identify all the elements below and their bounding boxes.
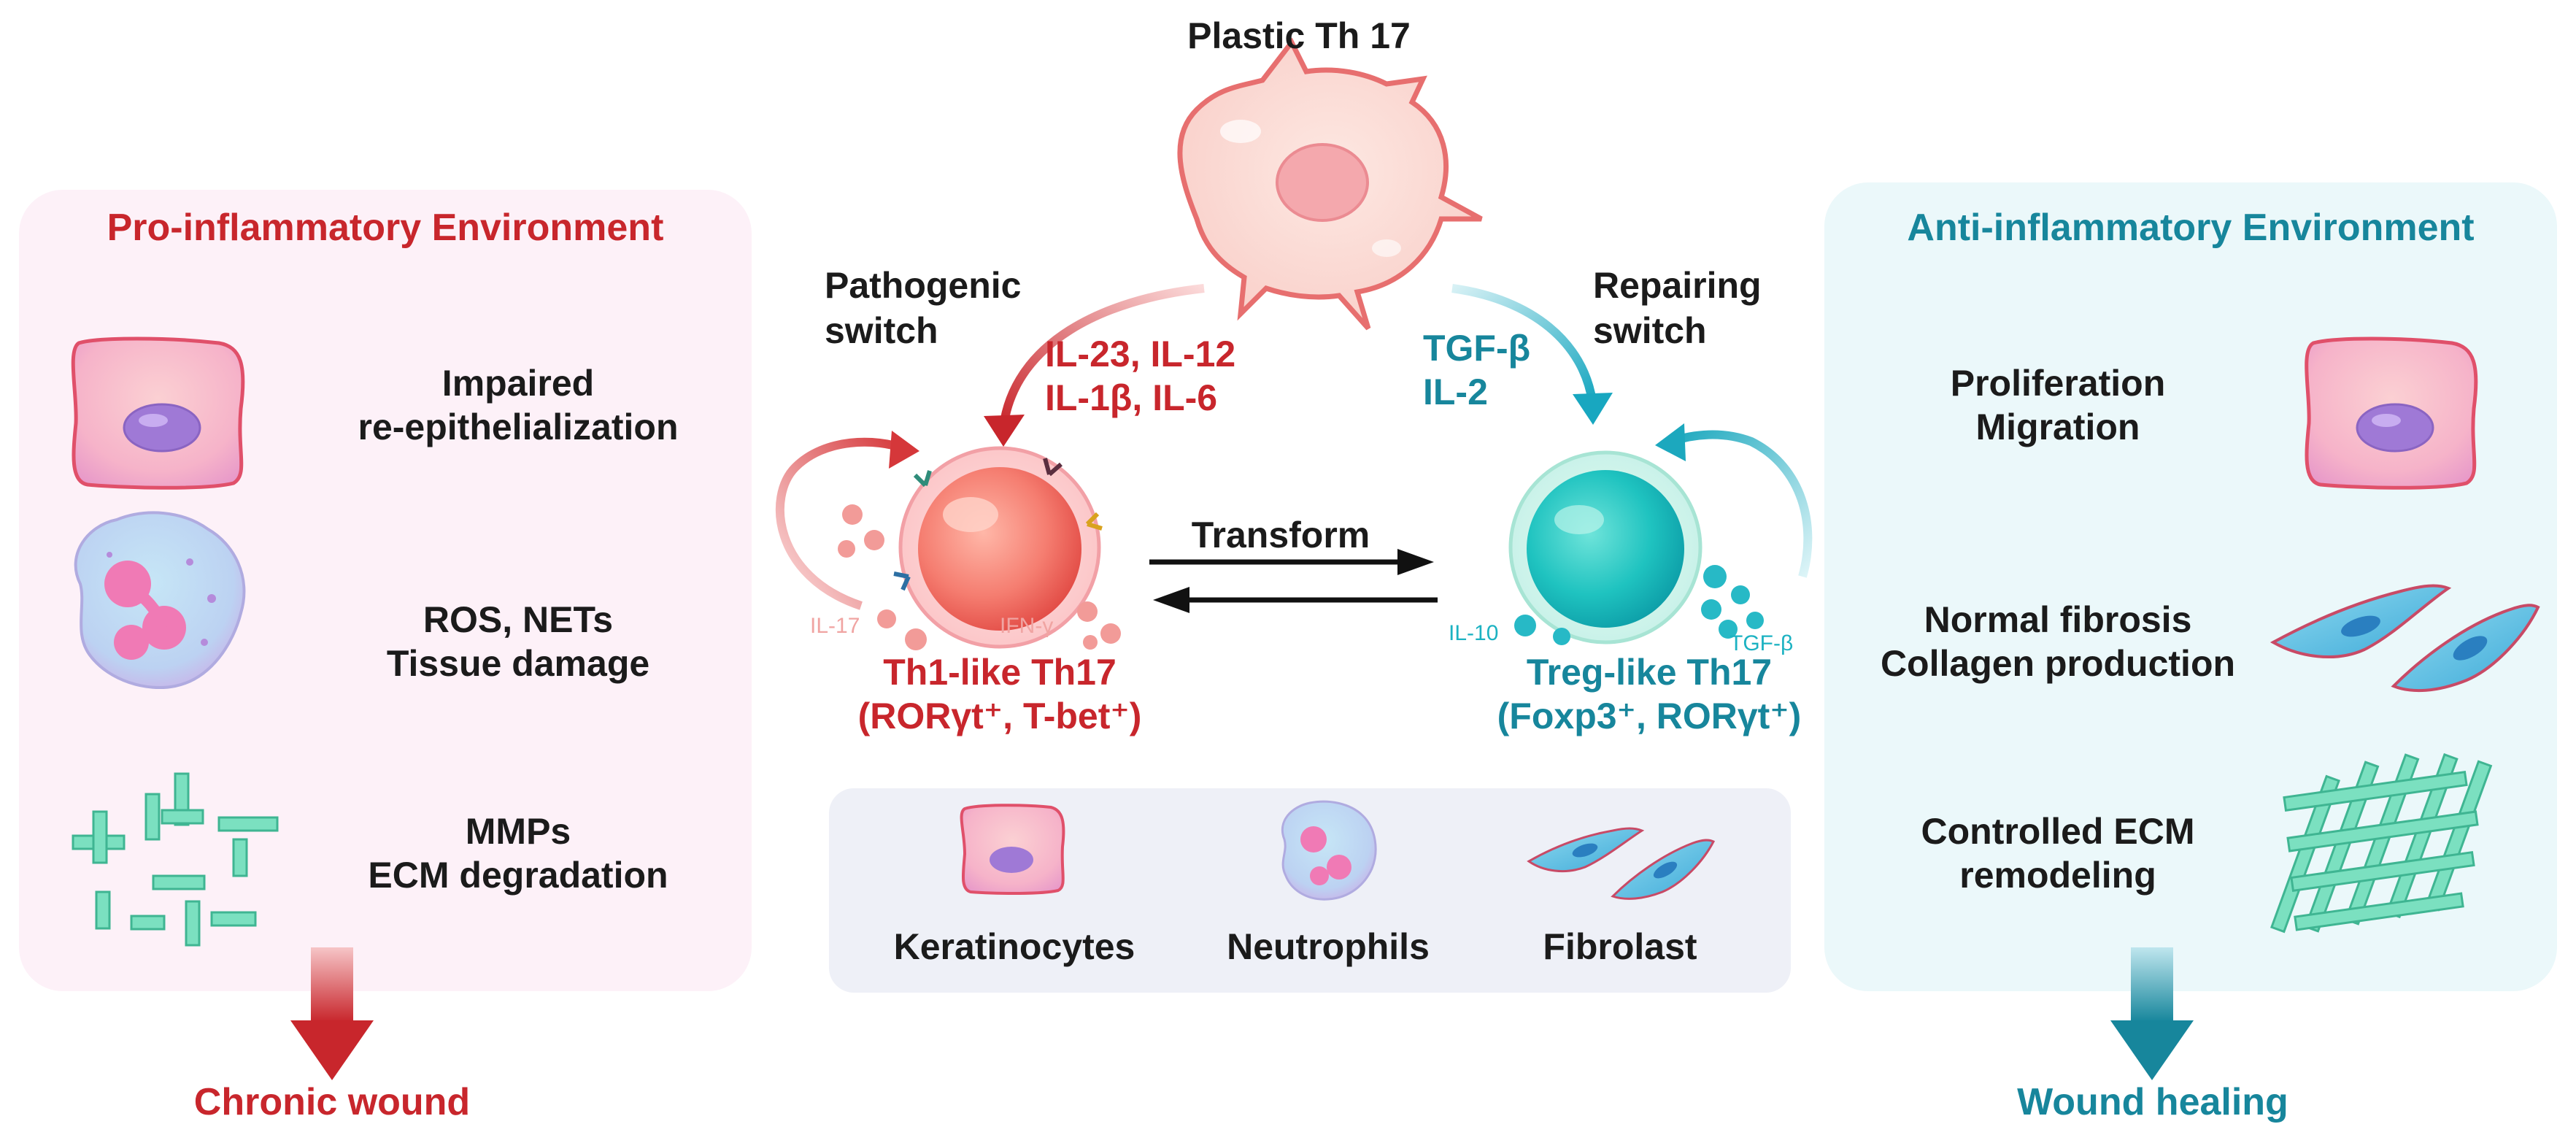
plastic-th17-title: Plastic Th 17	[1187, 15, 1411, 56]
treg-like-th17-markers: (Foxp3⁺, RORγt⁺)	[1497, 696, 1802, 736]
legend-fibroblast-label: Fibrolast	[1543, 926, 1697, 967]
left-item-3-line2: ECM degradation	[368, 855, 668, 896]
tgf-beta-secreted-label: TGF-β	[1729, 631, 1794, 655]
legend-neutrophils-label: Neutrophils	[1227, 926, 1430, 967]
right-item-1-line2: Migration	[1975, 407, 2140, 447]
th1-like-th17-cell-icon	[775, 431, 1121, 650]
right-fibroblast-icon	[2270, 584, 2540, 693]
legend-keratinocyte-icon	[960, 804, 1065, 895]
right-keratinocyte-icon	[2305, 336, 2478, 490]
chronic-wound-label: Chronic wound	[193, 1081, 471, 1123]
left-neutrophil-icon	[74, 511, 246, 690]
chronic-wound-arrow	[290, 947, 374, 1080]
left-item-2-line2: Tissue damage	[386, 643, 650, 684]
pathogenic-cytokines-line1: IL-23, IL-12	[1045, 334, 1236, 374]
plastic-th17-cell-icon	[1138, 37, 1483, 331]
pathogenic-switch-line2: switch	[825, 310, 938, 351]
transform-label: Transform	[1191, 515, 1370, 555]
pathogenic-cytokines-line2: IL-1β, IL-6	[1045, 377, 1218, 418]
ifn-gamma-label: IFN-γ	[1000, 614, 1054, 638]
wound-healing-label: Wound healing	[2017, 1081, 2288, 1123]
right-item-3-line1: Controlled ECM	[1921, 811, 2195, 852]
il10-label: IL-10	[1449, 621, 1499, 645]
left-item-1-line1: Impaired	[441, 363, 595, 404]
th1-like-th17-markers: (RORγt⁺, T-bet⁺)	[857, 696, 1142, 736]
th1-like-th17-name: Th1-like Th17	[883, 652, 1117, 693]
treg-like-th17-name: Treg-like Th17	[1526, 652, 1773, 693]
left-keratinocyte-icon	[71, 336, 245, 490]
transform-arrows	[1149, 549, 1438, 613]
right-ecm-mesh-icon	[2270, 753, 2493, 934]
repairing-switch-line1: Repairing	[1593, 265, 1762, 306]
pro-inflammatory-heading: Pro-inflammatory Environment	[107, 207, 664, 249]
left-item-2-line1: ROS, NETs	[423, 599, 614, 640]
right-item-3-line2: remodeling	[1959, 855, 2156, 896]
legend-fibroblast-icon	[1527, 827, 1716, 900]
repairing-switch-line2: switch	[1593, 310, 1707, 351]
right-item-1-line1: Proliferation	[1950, 363, 2166, 404]
wound-healing-arrow	[2110, 947, 2194, 1080]
left-item-1-line2: re-epithelialization	[358, 407, 679, 447]
left-item-3-line1: MMPs	[465, 811, 571, 852]
treg-like-th17-cell-icon	[1508, 423, 1813, 645]
left-degraded-ecm-icon	[72, 772, 279, 947]
legend-keratinocytes-label: Keratinocytes	[893, 926, 1135, 967]
right-item-2-line1: Normal fibrosis	[1924, 599, 2192, 640]
anti-inflammatory-heading: Anti-inflammatory Environment	[1907, 207, 2475, 249]
il17-label: IL-17	[810, 614, 860, 638]
right-item-2-line2: Collagen production	[1880, 643, 2236, 684]
repairing-cytokines-line1: TGF-β	[1423, 328, 1531, 369]
legend-neutrophil-icon	[1281, 800, 1377, 901]
repairing-cytokines-line2: IL-2	[1423, 372, 1488, 412]
pathogenic-switch-line1: Pathogenic	[825, 265, 1022, 306]
